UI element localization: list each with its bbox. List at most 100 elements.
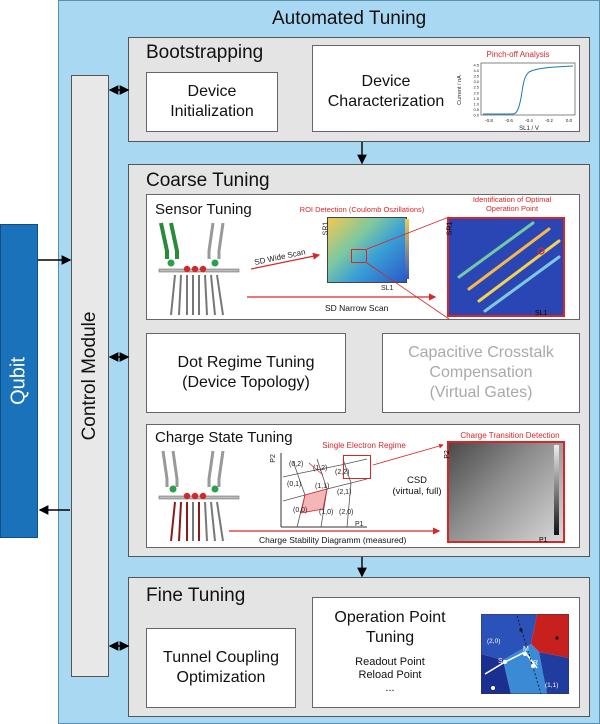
bootstrapping-title: Bootstrapping [146, 42, 264, 63]
opt-heatmap [447, 217, 565, 317]
capacitive-crosstalk-box: Capacitive Crosstalk Compensation (Virtu… [382, 333, 580, 413]
state-01: (0,1) [287, 481, 302, 488]
tunnel-line1: Tunnel Coupling [163, 649, 279, 666]
sensor-dot-red-1 [183, 265, 191, 273]
pinchoff-ytick: 0.0 [473, 113, 479, 118]
roi-title: ROI Detection (Coulomb Oszillations) [299, 205, 425, 214]
roi-selection-box [351, 249, 367, 263]
tunnel-coupling-box: Tunnel Coupling Optimization [146, 628, 296, 708]
coarse-tuning-title: Coarse Tuning [146, 170, 270, 191]
pinchoff-ytick: 1.0 [473, 101, 479, 106]
sd-narrow-label: SD Narrow Scan [325, 303, 389, 313]
roi-colorbar [405, 219, 409, 279]
sensor-gate-gray-1 [207, 222, 215, 259]
pinchoff-ytick: 1.5 [473, 96, 479, 101]
pinchoff-frame [480, 62, 576, 116]
opt-title-box: Identification of Optimal Operation Poin… [447, 195, 577, 213]
pinchoff-ytick: 4.0 [473, 68, 479, 73]
roi-zoom-lines [366, 216, 450, 320]
opt-title-line2: Operation Point [485, 204, 539, 213]
pinchoff-curve [483, 65, 574, 115]
op-item-ellipsis: ... [385, 682, 395, 694]
pinchoff-xlabel: SL1 / V [519, 126, 539, 132]
device-char-label: Device Characterization [327, 72, 445, 112]
op-tuning-label: Operation Point Tuning [325, 608, 455, 648]
charge-transition-heatmap [447, 441, 565, 543]
op-mini-map [481, 614, 569, 694]
state-22: (2,2) [335, 469, 350, 476]
sensor-arrows: SD Wide Scan [250, 247, 321, 270]
sensor-tuning-title: Sensor Tuning [155, 201, 252, 218]
csd-line1: CSD [406, 475, 428, 486]
sensor-gate-schematic [158, 222, 240, 316]
charge-p1-label: P1 [355, 521, 364, 528]
charge-state-box: Charge State Tuning Single Electron Regi… [146, 424, 580, 548]
cap-cross-line3: (Virtual Gates) [429, 384, 533, 401]
sensor-dot-green-left [167, 259, 175, 267]
csd-label: CSD (virtual, full) [387, 475, 447, 497]
fine-tuning-title: Fine Tuning [146, 585, 246, 606]
automated-tuning-title: Automated Tuning [272, 8, 427, 29]
charge-transition-colorbar [554, 445, 559, 535]
state-20: (2,0) [339, 509, 354, 516]
pinchoff-ytick: 2.5 [473, 85, 479, 90]
mini-label-20: (2,0) [487, 638, 501, 645]
device-initialization-box: Device Initialization [146, 72, 278, 132]
pinchoff-xtick: -0.6 [505, 118, 513, 123]
pinchoff-ytick: 0.5 [473, 107, 479, 112]
dot-regime-line2: (Device Topology) [182, 374, 310, 391]
state-02: (0,2) [289, 461, 304, 468]
roi-sl1-label: SL1 [381, 285, 394, 292]
ct-p1-label: P1 [539, 537, 548, 544]
control-module-block: Control Module [71, 75, 109, 677]
single-electron-label: Single Electron Regime [322, 441, 406, 450]
device-init-line2: Initialization [170, 103, 254, 120]
sensor-dot-red-2 [191, 265, 199, 273]
sensor-lower-gates [170, 274, 224, 316]
sd-narrow-arrow-wrap [247, 293, 437, 301]
sensor-barrier [158, 268, 240, 273]
pinchoff-ytick: 3.5 [473, 74, 479, 79]
pinchoff-yticks: 4.54.03.53.02.52.01.51.00.50.0 [473, 63, 479, 118]
dot-regime-box: Dot Regime Tuning (Device Topology) [146, 333, 346, 413]
pinchoff-ylabel: Current / nA [457, 75, 463, 105]
charge-diagram [280, 453, 368, 528]
opt-title-line1: Identification of Optimal [472, 195, 552, 204]
charge-stability-label: Charge Stability Diagramm (measured) [259, 535, 407, 545]
charge-gate-schematic [158, 450, 240, 542]
sensor-tuning-box: Sensor Tuning SD Wide Scan SD Narrow Sca… [146, 194, 580, 320]
pinchoff-ytick: 4.5 [473, 63, 479, 68]
pinchoff-ytick: 3.0 [473, 79, 479, 84]
sensor-gate-gray-2 [217, 222, 225, 259]
roi-heatmap [327, 217, 407, 283]
state-12: (1,2) [313, 465, 328, 472]
device-char-line1: Device [361, 73, 411, 90]
mini-label-r: R [533, 660, 539, 667]
state-00: (0,0) [293, 507, 308, 514]
csd-line2: (virtual, full) [392, 486, 442, 497]
op-item-readout: Readout Point [355, 656, 425, 668]
op-items: Readout Point Reload Point ... [325, 656, 455, 695]
charge-zoom-arrow [372, 443, 444, 466]
pinchoff-title: Pinch-off Analysis [486, 50, 550, 59]
mini-label-11: (1,1) [545, 682, 559, 689]
device-init-line1: Device [187, 83, 237, 100]
op-tuning-line2: Tuning [365, 629, 415, 646]
pinchoff-xtick: -0.2 [545, 118, 553, 123]
sensor-gate-green-1 [159, 222, 169, 259]
op-item-reload: Reload Point [358, 669, 422, 681]
cap-cross-line1: Capacitive Crosstalk [408, 344, 554, 361]
state-10: (1,0) [319, 509, 334, 516]
operation-point-box: Operation Point Tuning Readout Point Rel… [312, 597, 580, 708]
cap-cross-line2: Compensation [429, 364, 533, 381]
opt-sl1-label: SL1 [535, 310, 548, 317]
pinchoff-xtick: -0.8 [485, 118, 493, 123]
pinchoff-xtick: 0.0 [566, 118, 573, 123]
sd-wide-arrow [250, 252, 321, 270]
mini-label-s: S [498, 658, 503, 665]
opt-heatmap-lines [457, 221, 561, 313]
sensor-dot-red-3 [199, 265, 207, 273]
state-21: (2,1) [337, 489, 352, 496]
device-char-line2: Characterization [327, 93, 445, 110]
